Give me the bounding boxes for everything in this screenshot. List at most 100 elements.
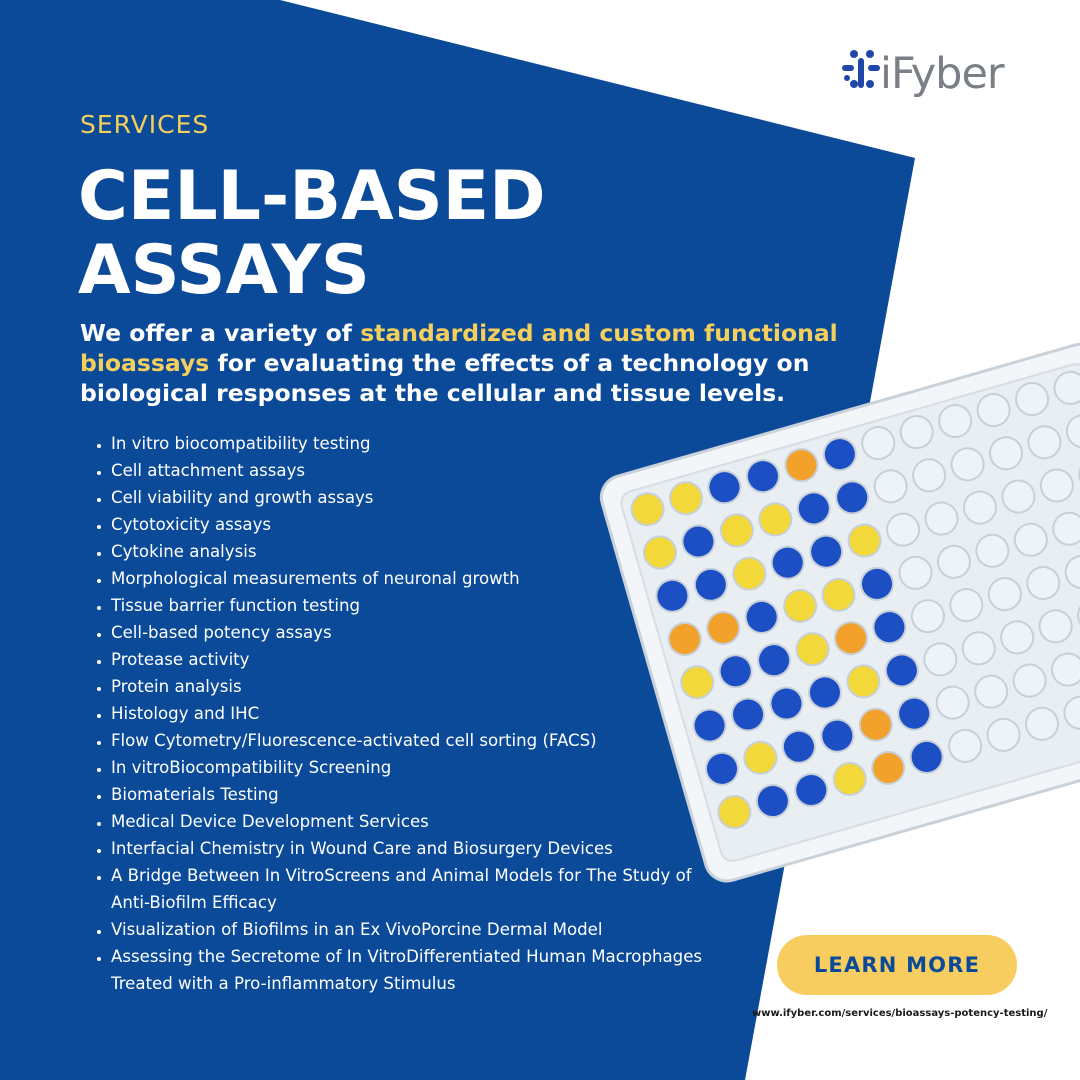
plate-well: [923, 642, 958, 677]
plate-well: [884, 653, 919, 688]
plate-well: [1077, 598, 1080, 633]
plate-well: [832, 761, 867, 796]
plate-well: [1024, 706, 1059, 741]
service-item: Assessing the Secretome of In VitroDiffe…: [111, 943, 731, 997]
plate-well: [912, 458, 947, 493]
service-item: Visualization of Biofilms in an Ex VivoP…: [111, 916, 731, 943]
service-item: Flow Cytometry/Fluorescence-activated ce…: [111, 727, 731, 754]
plate-well: [770, 545, 805, 580]
plate-well: [861, 426, 896, 461]
plate-well: [731, 697, 766, 732]
plate-well: [910, 599, 945, 634]
plate-well: [872, 610, 907, 645]
service-item: In vitro biocompatibility testing: [111, 430, 731, 457]
plate-well: [755, 784, 790, 819]
service-item: Interfacial Chemistry in Wound Care and …: [111, 835, 731, 862]
service-item: Cell-based potency assays: [111, 619, 731, 646]
plate-well: [936, 544, 971, 579]
plate-well: [667, 622, 702, 657]
plate-well: [732, 556, 767, 591]
service-item: Cell attachment assays: [111, 457, 731, 484]
plate-well: [630, 492, 665, 527]
plate-well: [860, 566, 895, 601]
plate-well: [1015, 381, 1050, 416]
plate-well: [822, 437, 857, 472]
well-plate-image: [599, 342, 1080, 883]
intro-paragraph: We offer a variety of standardized and c…: [80, 318, 840, 408]
page-title: CELL-BASED ASSAYS: [78, 160, 758, 308]
plate-well: [758, 502, 793, 537]
plate-well: [1039, 468, 1074, 503]
plate-well: [897, 696, 932, 731]
title-line-2: ASSAYS: [78, 231, 370, 310]
plate-well: [719, 513, 754, 548]
plate-well: [1038, 609, 1073, 644]
plate-well: [744, 599, 779, 634]
plate-well: [986, 717, 1021, 752]
plate-well: [1053, 370, 1080, 405]
plate-well: [820, 718, 855, 753]
plate-well: [655, 578, 690, 613]
plate-well: [704, 751, 739, 786]
service-item: Protease activity: [111, 646, 731, 673]
plate-well: [924, 501, 959, 536]
plate-well: [1063, 695, 1080, 730]
plate-well: [873, 469, 908, 504]
plate-well: [718, 654, 753, 689]
plate-well: [706, 610, 741, 645]
plate-well: [1027, 425, 1062, 460]
plate-well: [745, 459, 780, 494]
service-item: Cell viability and growth assays: [111, 484, 731, 511]
service-item: In vitroBiocompatibility Screening: [111, 754, 731, 781]
logo-mark-icon: [842, 50, 880, 88]
eyebrow-label: SERVICES: [80, 110, 210, 139]
service-item: A Bridge Between In VitroScreens and Ani…: [111, 862, 731, 916]
plate-well: [898, 555, 933, 590]
learn-more-button[interactable]: LEARN MORE: [777, 935, 1017, 995]
plate-well: [783, 588, 818, 623]
plate-well: [847, 523, 882, 558]
service-item: Medical Device Development Services: [111, 808, 731, 835]
plate-well: [1065, 414, 1080, 449]
plate-well: [809, 534, 844, 569]
service-item: Cytokine analysis: [111, 538, 731, 565]
plate-well: [1001, 479, 1036, 514]
plate-well: [1064, 555, 1080, 590]
plate-well: [948, 728, 983, 763]
plate-well: [846, 664, 881, 699]
plate-well: [781, 729, 816, 764]
service-item: Biomaterials Testing: [111, 781, 731, 808]
service-item: Protein analysis: [111, 673, 731, 700]
plate-well: [975, 533, 1010, 568]
plate-well: [757, 643, 792, 678]
plate-well: [692, 708, 727, 743]
plate-well: [821, 577, 856, 612]
plate-well: [976, 393, 1011, 428]
plate-well: [794, 772, 829, 807]
plate-well: [1012, 663, 1047, 698]
plate-well: [961, 631, 996, 666]
service-item: Cytotoxicity assays: [111, 511, 731, 538]
plate-well: [795, 632, 830, 667]
plate-well: [871, 750, 906, 785]
plate-well: [909, 739, 944, 774]
plate-well: [680, 665, 715, 700]
plate-well: [642, 535, 677, 570]
plate-well: [833, 621, 868, 656]
services-list: In vitro biocompatibility testing Cell a…: [88, 430, 731, 997]
plate-well: [962, 490, 997, 525]
plate-well: [1026, 566, 1061, 601]
plate-well: [886, 512, 921, 547]
intro-suffix: for evaluating the effects of a technolo…: [80, 349, 810, 407]
website-url[interactable]: www.ifyber.com/services/bioassays-potenc…: [752, 1008, 1048, 1019]
title-line-1: CELL-BASED: [78, 157, 546, 236]
plate-well: [950, 447, 985, 482]
plate-well: [1000, 620, 1035, 655]
plate-well: [835, 480, 870, 515]
brand-logo: iFyber: [838, 44, 1038, 104]
plate-well: [707, 470, 742, 505]
plate-well: [769, 686, 804, 721]
plate-well: [743, 740, 778, 775]
